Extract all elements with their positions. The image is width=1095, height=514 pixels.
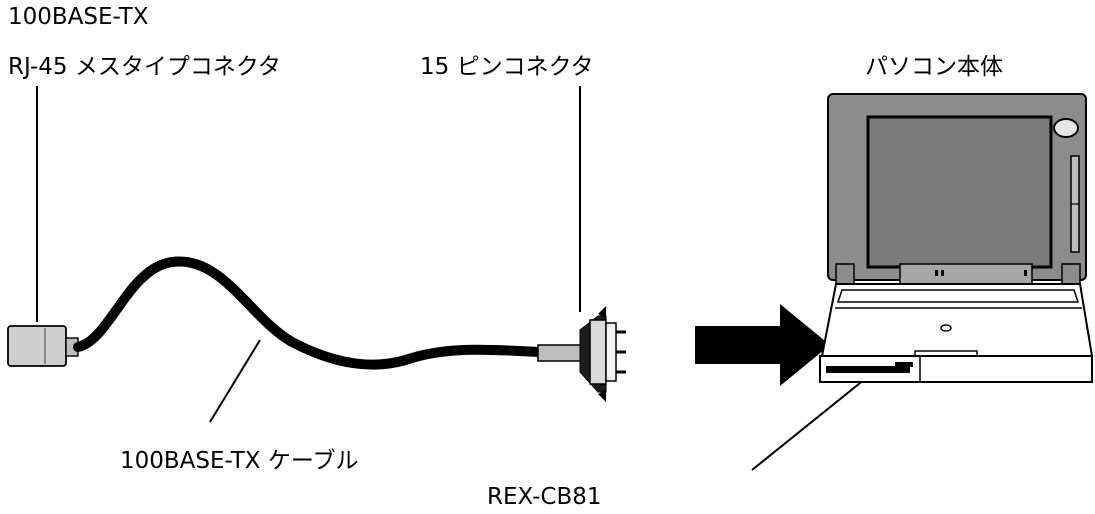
- card-leader-line: [751, 374, 871, 471]
- cable-label: 100BASE-TX ケーブル: [120, 448, 359, 474]
- connector-type-label-line1: 100BASE-TX: [8, 4, 149, 30]
- rj45-connector-icon: [7, 325, 79, 367]
- cable-icon: [73, 256, 545, 370]
- connector-type-label-line2: RJ-45 メスタイプコネクタ: [8, 54, 281, 80]
- fifteen-pin-connector-icon: [537, 306, 626, 402]
- laptop-icon: [819, 93, 1094, 383]
- card-model-label: REX-CB81: [487, 484, 602, 510]
- insert-arrow-icon: [695, 304, 830, 386]
- cable-leader-line: [209, 339, 261, 423]
- pin-connector-label: 15 ピンコネクタ: [420, 54, 594, 80]
- pc-body-label: パソコン本体: [865, 54, 1003, 80]
